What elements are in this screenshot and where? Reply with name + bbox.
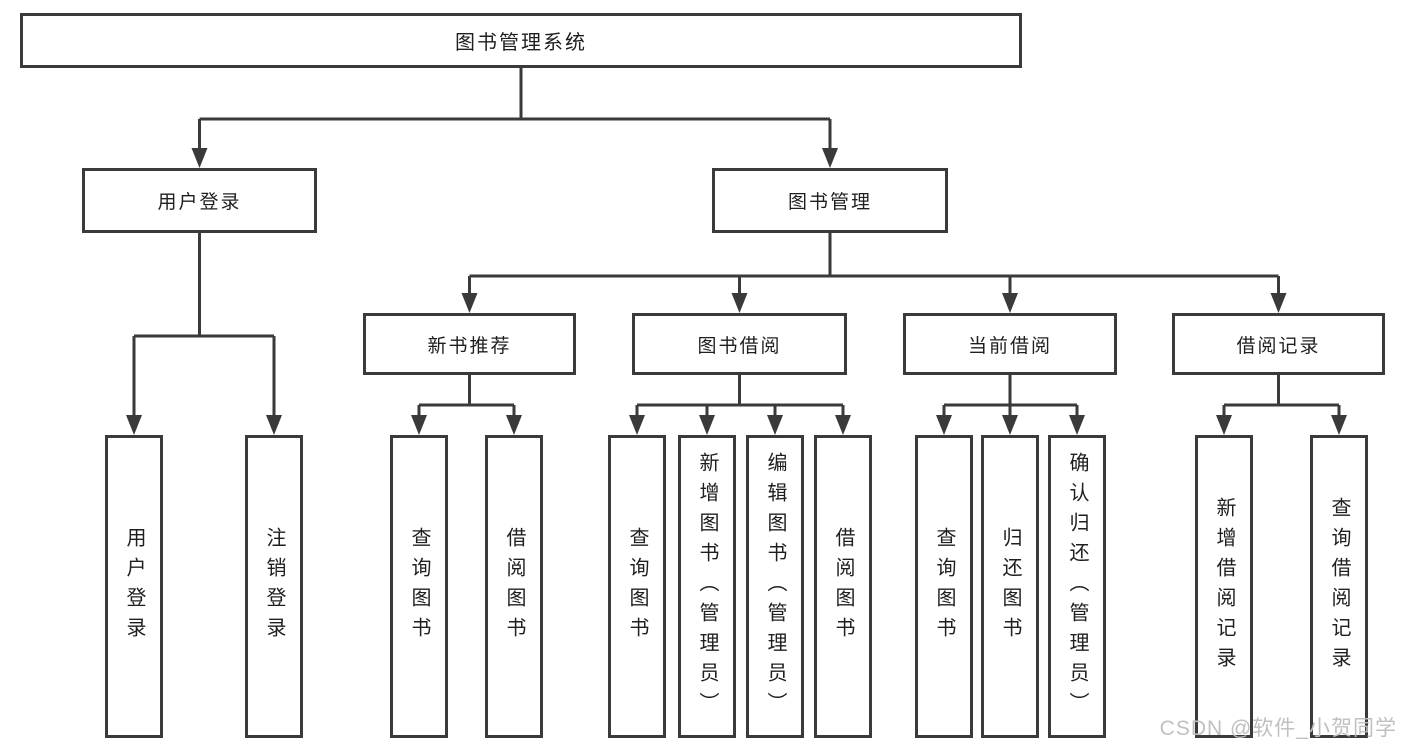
leaf-records-query-record: 查询借阅记录 [1310, 435, 1368, 738]
node-current-borrow: 当前借阅 [903, 313, 1117, 375]
leaf-recommend-query-books: 查询图书 [390, 435, 448, 738]
node-borrow-records: 借阅记录 [1172, 313, 1385, 375]
leaf-borrow-edit-books-admin: 编辑图书（管理员） [746, 435, 804, 738]
leaf-records-add-record: 新增借阅记录 [1195, 435, 1253, 738]
leaf-borrow-query-books: 查询图书 [608, 435, 666, 738]
leaf-borrow-borrow-books: 借阅图书 [814, 435, 872, 738]
node-book-management: 图书管理 [712, 168, 948, 233]
node-root: 图书管理系统 [20, 13, 1022, 68]
node-new-book-recommend: 新书推荐 [363, 313, 576, 375]
leaf-current-confirm-return-admin: 确认归还（管理员） [1048, 435, 1106, 738]
leaf-current-return-books: 归还图书 [981, 435, 1039, 738]
node-book-borrow: 图书借阅 [632, 313, 847, 375]
leaf-current-query-books: 查询图书 [915, 435, 973, 738]
leaf-user-login: 用户登录 [105, 435, 163, 738]
leaf-logout: 注销登录 [245, 435, 303, 738]
leaf-borrow-add-books-admin: 新增图书（管理员） [678, 435, 736, 738]
node-user-login: 用户登录 [82, 168, 317, 233]
leaf-recommend-borrow-books: 借阅图书 [485, 435, 543, 738]
